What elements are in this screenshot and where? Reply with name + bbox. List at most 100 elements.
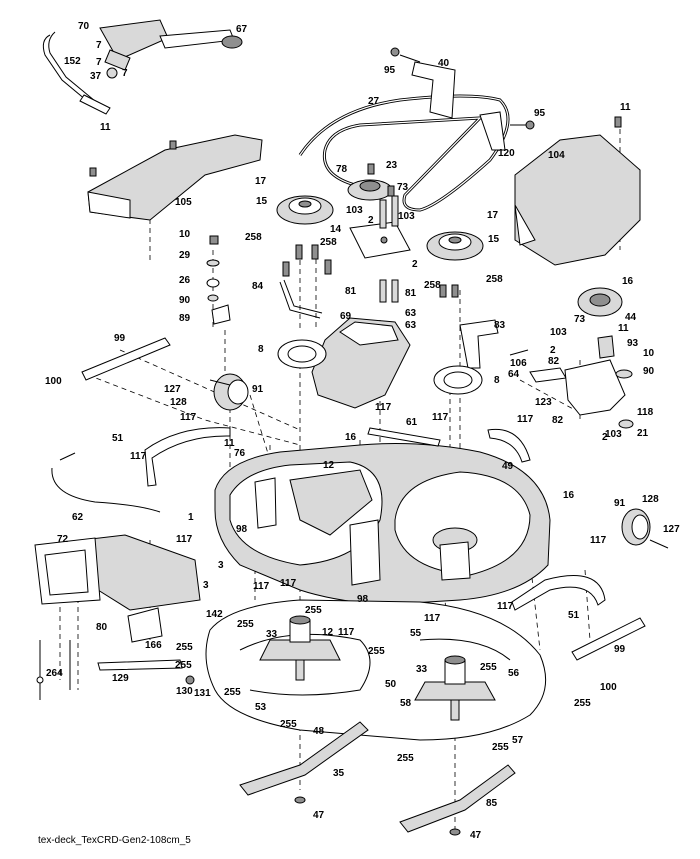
label-117: 117 [338, 627, 355, 638]
label-23: 23 [386, 160, 398, 171]
label-69: 69 [340, 311, 352, 322]
label-2: 2 [550, 345, 556, 356]
label-40: 40 [438, 58, 450, 69]
label-83: 83 [494, 320, 506, 331]
mower-blades [239, 721, 516, 836]
discharge-chute [34, 534, 201, 611]
label-33: 33 [416, 664, 428, 675]
deck-arms-and-wheels [81, 337, 669, 661]
label-7: 7 [96, 57, 102, 68]
label-2: 2 [602, 432, 608, 443]
hardware-fasteners [89, 47, 622, 325]
label-91: 91 [252, 384, 264, 395]
label-26: 26 [179, 275, 191, 286]
label-99: 99 [614, 644, 626, 655]
label-15: 15 [488, 234, 500, 245]
label-106: 106 [510, 358, 527, 369]
label-117: 117 [432, 412, 449, 423]
label-63: 63 [405, 308, 417, 319]
label-3: 3 [218, 560, 224, 571]
label-17: 17 [487, 210, 499, 221]
label-127: 127 [164, 384, 181, 395]
label-10: 10 [643, 348, 655, 359]
label-128: 128 [642, 494, 659, 505]
label-73: 73 [574, 314, 586, 325]
label-130: 130 [176, 686, 193, 697]
label-16: 16 [622, 276, 634, 287]
label-47: 47 [313, 810, 325, 821]
label-100: 100 [600, 682, 617, 693]
label-1: 1 [188, 512, 194, 523]
label-103: 103 [550, 327, 567, 338]
label-7: 7 [122, 68, 128, 79]
label-117: 117 [280, 578, 297, 589]
pulleys [276, 179, 623, 317]
label-80: 80 [96, 622, 108, 633]
label-255: 255 [305, 605, 322, 616]
label-72: 72 [57, 534, 69, 545]
label-47: 47 [470, 830, 482, 841]
label-118: 118 [637, 407, 654, 418]
mower-deck [214, 443, 551, 606]
label-33: 33 [266, 629, 278, 640]
label-35: 35 [333, 768, 345, 779]
label-81: 81 [345, 286, 357, 297]
belt-covers [87, 134, 641, 266]
part-number-labels: 70 67 7 7 152 37 7 95 40 27 95 11 11 105… [45, 21, 680, 841]
label-255: 255 [280, 719, 297, 730]
label-255: 255 [175, 660, 192, 671]
label-11: 11 [100, 122, 111, 133]
label-117: 117 [130, 451, 147, 462]
label-120: 120 [498, 148, 515, 159]
lift-lever-assembly [42, 19, 243, 115]
label-98: 98 [357, 594, 369, 605]
label-258: 258 [486, 274, 503, 285]
label-103: 103 [605, 429, 622, 440]
label-21: 21 [637, 428, 649, 439]
label-264: 264 [46, 668, 63, 679]
label-8: 8 [258, 344, 264, 355]
label-49: 49 [502, 461, 514, 472]
label-81: 81 [405, 288, 417, 299]
label-117: 117 [590, 535, 607, 546]
label-123: 123 [535, 397, 552, 408]
label-17: 17 [255, 176, 267, 187]
label-51: 51 [568, 610, 580, 621]
label-58: 58 [400, 698, 412, 709]
label-11: 11 [618, 323, 629, 334]
blade-spindles [259, 615, 496, 721]
label-55: 55 [410, 628, 422, 639]
label-11: 11 [224, 438, 235, 449]
label-16: 16 [345, 432, 357, 443]
label-103: 103 [346, 205, 363, 216]
label-117: 117 [180, 412, 197, 423]
label-255: 255 [176, 642, 193, 653]
label-117: 117 [517, 414, 534, 425]
label-117: 117 [497, 601, 514, 612]
label-8: 8 [494, 375, 500, 386]
label-104: 104 [548, 150, 565, 161]
label-117: 117 [176, 534, 193, 545]
label-85: 85 [486, 798, 498, 809]
label-44: 44 [625, 312, 637, 323]
bearing-plates [277, 339, 483, 395]
label-12: 12 [322, 627, 334, 638]
label-255: 255 [397, 753, 414, 764]
label-98: 98 [236, 524, 248, 535]
label-7: 7 [96, 40, 102, 51]
label-99: 99 [114, 333, 126, 344]
label-15: 15 [256, 196, 268, 207]
label-90: 90 [179, 295, 191, 306]
label-117: 117 [375, 402, 392, 413]
label-255: 255 [224, 687, 241, 698]
label-64: 64 [508, 369, 520, 380]
label-29: 29 [179, 250, 191, 261]
label-100: 100 [45, 376, 62, 387]
label-78: 78 [336, 164, 348, 175]
label-53: 53 [255, 702, 267, 713]
label-255: 255 [480, 662, 497, 673]
label-117: 117 [424, 613, 441, 624]
idler-arm [349, 195, 411, 303]
label-105: 105 [175, 197, 192, 208]
